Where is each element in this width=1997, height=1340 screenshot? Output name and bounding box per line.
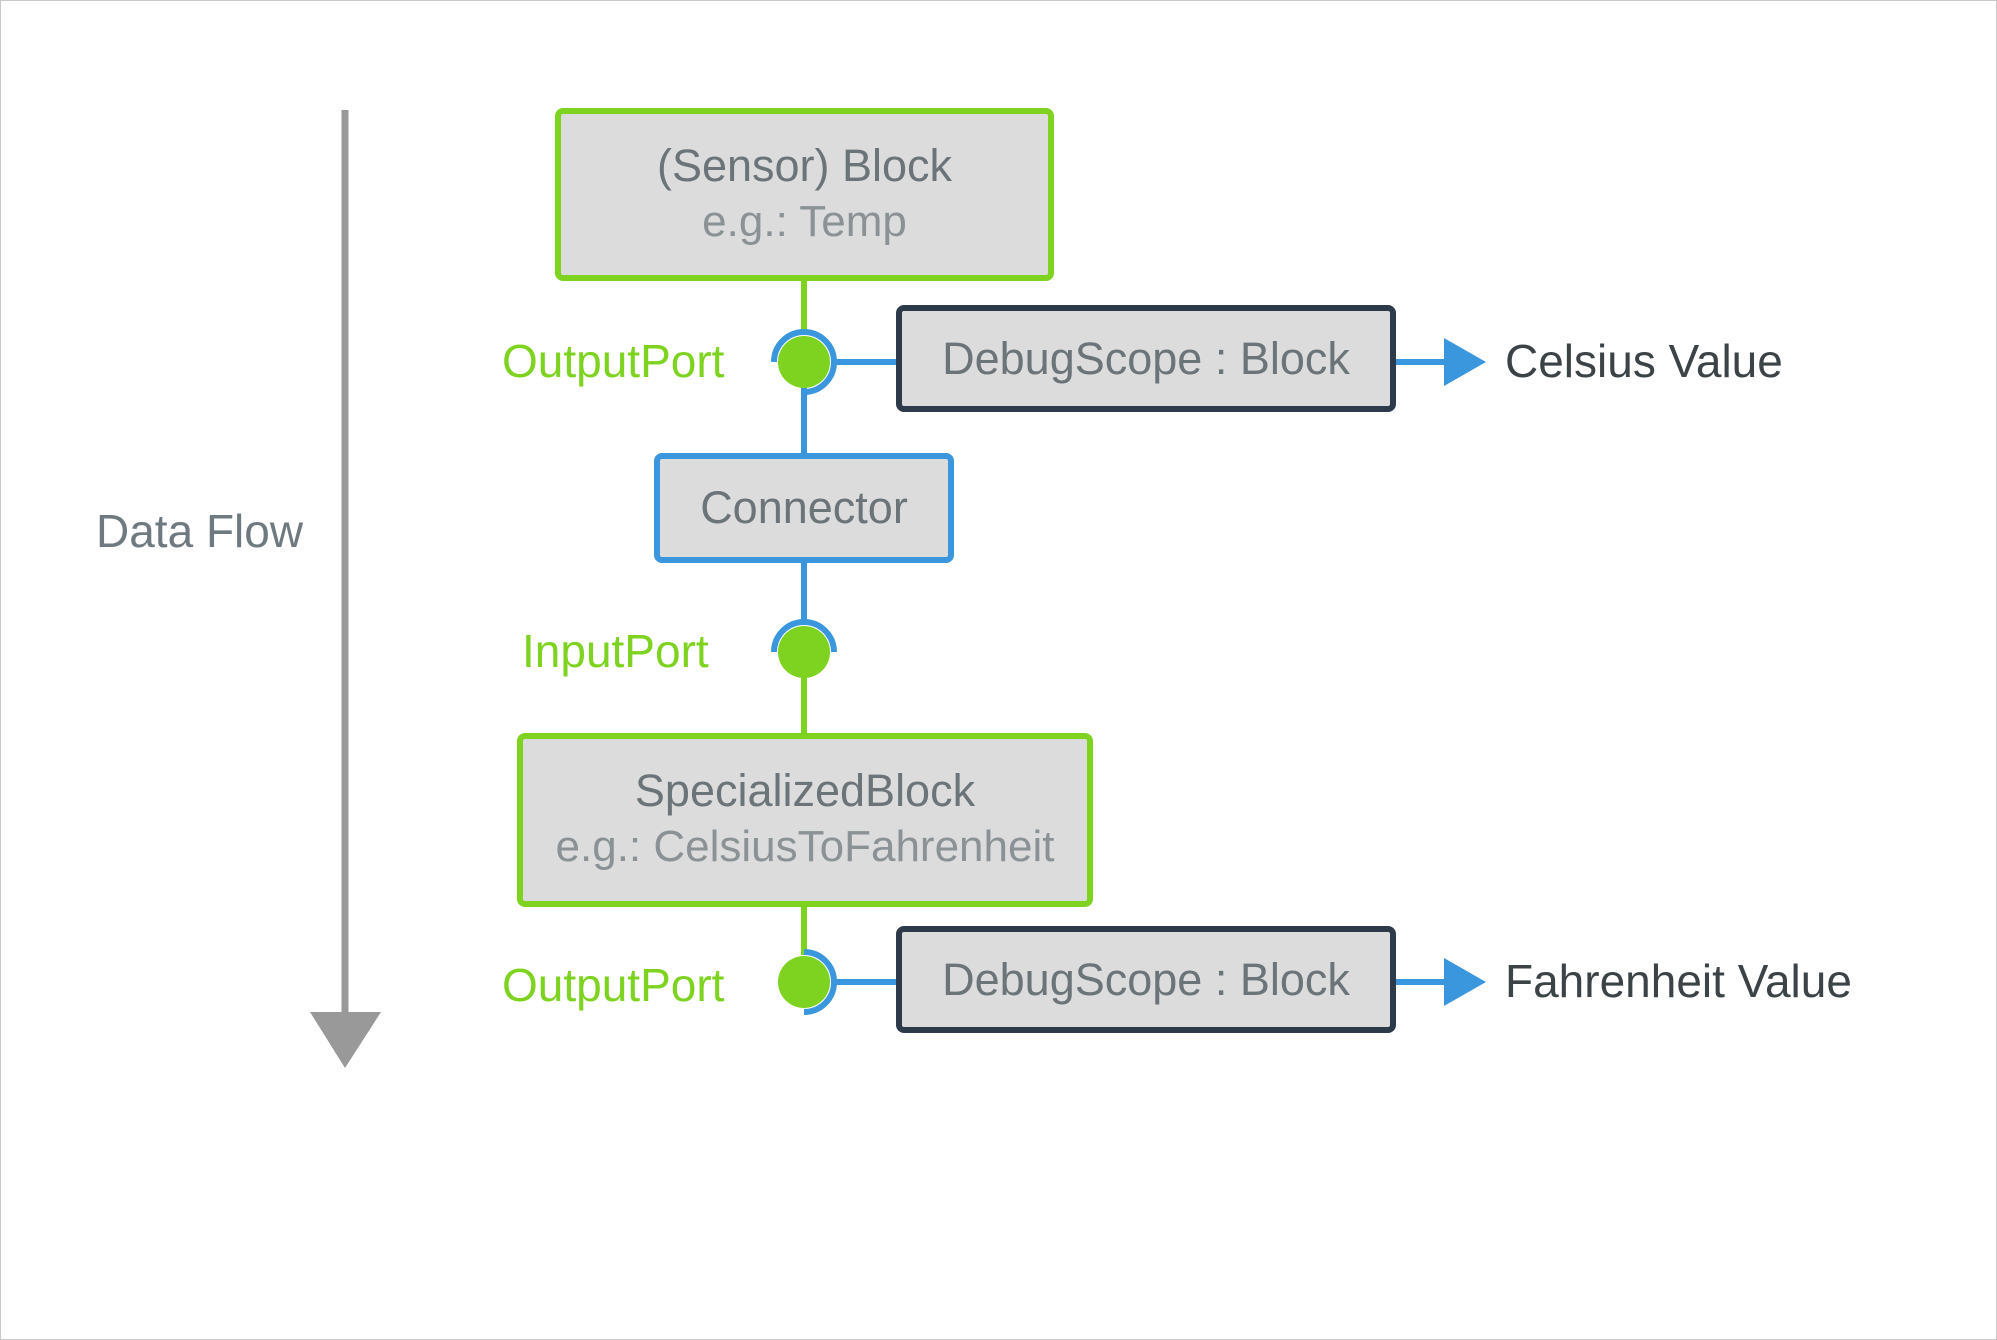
debug-scope-block-2: DebugScope : Block xyxy=(896,926,1396,1033)
celsius-value-label: Celsius Value xyxy=(1505,335,1783,387)
data-flow-label: Data Flow xyxy=(96,505,304,557)
data-flow-arrowhead xyxy=(310,1012,381,1068)
output-port-1-label: OutputPort xyxy=(502,335,725,387)
specialized-block-subtitle: e.g.: CelsiusToFahrenheit xyxy=(555,822,1055,872)
specialized-block: SpecializedBlock e.g.: CelsiusToFahrenhe… xyxy=(517,733,1093,907)
debug-scope-1-title: DebugScope : Block xyxy=(942,332,1350,384)
input-port-ball xyxy=(778,626,830,678)
celsius-output-arrowhead xyxy=(1444,338,1486,386)
input-port-socket xyxy=(771,619,837,653)
sensor-block: (Sensor) Block e.g.: Temp xyxy=(555,108,1054,281)
fahrenheit-value-label: Fahrenheit Value xyxy=(1505,955,1852,1007)
sensor-block-title: (Sensor) Block xyxy=(656,139,953,191)
debug-scope-2-title: DebugScope : Block xyxy=(942,953,1350,1005)
input-port-label: InputPort xyxy=(522,625,709,677)
fahrenheit-output-arrowhead xyxy=(1444,958,1486,1006)
sensor-block-subtitle: e.g.: Temp xyxy=(702,196,907,246)
specialized-block-title: SpecializedBlock xyxy=(634,765,976,817)
debug-scope-block-1: DebugScope : Block xyxy=(896,305,1396,412)
output-port-1-socket xyxy=(771,329,837,395)
output-port-2-ball xyxy=(778,956,830,1008)
output-port-2-label: OutputPort xyxy=(502,959,725,1011)
output-port-1-ball xyxy=(778,336,830,388)
output-port-2-socket xyxy=(803,949,837,1015)
connector-block: Connector xyxy=(654,453,954,563)
connector-title: Connector xyxy=(700,482,908,533)
